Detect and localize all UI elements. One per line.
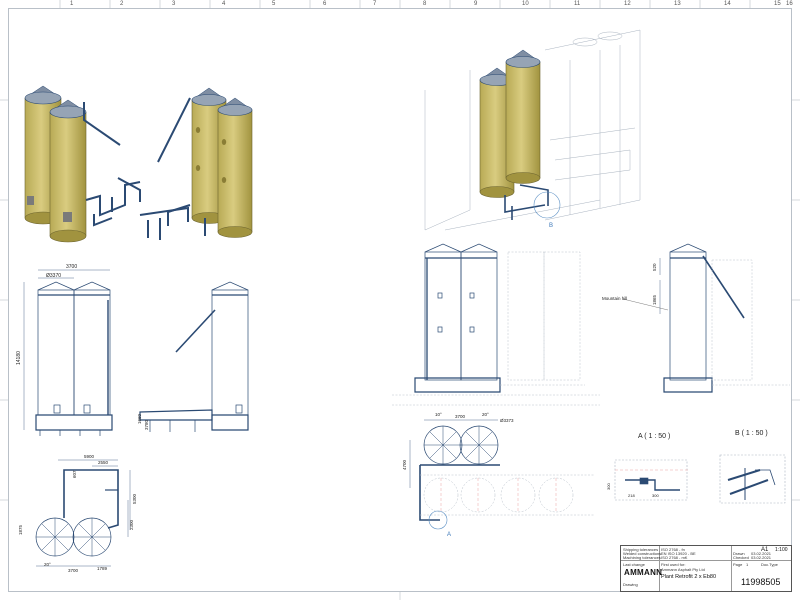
- tb-first-used: First used for:: [661, 562, 686, 567]
- tb-last-change: Last change: [623, 562, 645, 567]
- tb-row-welded: Welded constructions: [623, 551, 662, 556]
- tb-val-machining: ISO 2768 - mK: [661, 555, 688, 560]
- dim-plan-3700: 3700: [68, 568, 79, 573]
- dim-plan-3700-r: 3700: [455, 414, 466, 419]
- ruler-num-7: 7: [373, 1, 377, 7]
- ghost-side-elevation: [711, 259, 790, 386]
- plan-view: [35, 459, 131, 567]
- dim-plan-20deg-r: 20°: [482, 412, 489, 417]
- tb-scale: 1:100: [775, 547, 788, 553]
- tb-row-machining: Machining tolerances: [623, 555, 661, 560]
- dim-plan-5900: 5900: [84, 454, 95, 459]
- title-block-divider: [731, 546, 732, 591]
- detail-b-view: [719, 454, 786, 504]
- ruler-num-10: 10: [522, 1, 529, 7]
- dim-detail-a-1: 300: [606, 483, 611, 490]
- ruler-num-11: 11: [574, 1, 581, 7]
- dim-plan-1875: 1875: [18, 524, 23, 535]
- dim-plan-dia-r: Ø3373: [500, 418, 514, 423]
- title-block: Shipping tolerances Welded constructions…: [620, 545, 792, 592]
- piping-iso-right: [139, 97, 206, 240]
- tb-drawn: Drawn: [733, 551, 745, 556]
- dim-side-1660: 1660: [137, 413, 142, 424]
- ruler-num-15: 15: [774, 1, 781, 7]
- tb-doc-type: Doc.Type: [761, 562, 778, 567]
- sheet-frame: [8, 8, 792, 592]
- tb-row-shipping: Shipping tolerances: [623, 547, 659, 552]
- label-mountain-hill: Mountain hill: [602, 296, 627, 301]
- dim-front-dia: Ø3370: [46, 273, 61, 279]
- silo-iso-4: [217, 97, 253, 238]
- ruler-num-13: 13: [674, 1, 681, 7]
- dim-side-1865: 1865: [652, 294, 657, 305]
- dim-plan-20deg: 20°: [44, 562, 51, 567]
- ghost-plant-iso: [424, 29, 641, 231]
- dim-front-height: 14180: [16, 351, 22, 365]
- side-elevation-new: [659, 243, 745, 393]
- ruler-num-5: 5: [272, 1, 276, 7]
- detail-b-marker: B: [549, 223, 553, 229]
- tb-page-val: 1: [746, 562, 749, 567]
- tb-checked: Checked: [733, 555, 749, 560]
- dim-detail-a-3: 300: [652, 493, 659, 498]
- dim-plan-1789: 1789: [97, 566, 108, 571]
- ruler-num-12: 12: [624, 1, 631, 7]
- detail-a-marker: A: [447, 532, 451, 538]
- dim-plan-4700: 4700: [402, 459, 407, 470]
- piping-iso-left: [83, 102, 141, 227]
- detail-a-view: [614, 459, 690, 501]
- ruler-num-8: 8: [423, 1, 427, 7]
- title-block-left-col: [621, 546, 660, 591]
- ghost-front-elevation: [392, 251, 600, 406]
- ruler-num-6: 6: [323, 1, 327, 7]
- detail-a-label: A ( 1 : 50 ): [638, 433, 671, 440]
- dim-side-3780: 3780: [144, 419, 149, 430]
- plan-view-new: [409, 419, 500, 521]
- tb-val-welded: EN ISO 13920 - BE: [661, 551, 696, 556]
- tb-project: Plant Retrofit 2 x Eb80: [661, 574, 717, 580]
- tb-val-shipping: ISO 2768 - fn: [661, 547, 685, 552]
- ruler-num-3: 3: [172, 1, 176, 7]
- tb-date-2: 03.02.2021: [751, 555, 772, 560]
- detail-b-circle: [533, 191, 561, 219]
- ghost-plan-view: [420, 474, 595, 516]
- dim-plan-10deg: 10°: [435, 412, 442, 417]
- ruler-num-4: 4: [222, 1, 226, 7]
- iso-view-left: [24, 85, 253, 243]
- silo-iso-2: [49, 99, 87, 243]
- ruler-num-2: 2: [120, 1, 124, 7]
- tb-sheet-size: A1: [761, 547, 769, 553]
- ruler-num-1: 1: [70, 1, 74, 7]
- tb-date-1: 03.02.2021: [751, 551, 772, 556]
- dim-plan-2550: 2550: [98, 460, 109, 465]
- detail-b-label: B ( 1 : 50 ): [735, 430, 768, 437]
- silo-iso-6: [505, 49, 541, 184]
- side-elevation: [139, 281, 249, 432]
- ruler-num-9: 9: [474, 1, 478, 7]
- centerlines-plan: [440, 478, 557, 512]
- dim-side-520: 520: [652, 263, 657, 271]
- dim-plan-2300: 2300: [129, 519, 134, 530]
- dim-plan-607: 607: [72, 470, 77, 478]
- detail-a-circle: [428, 510, 448, 530]
- dim-detail-a-2: 218: [628, 493, 635, 498]
- front-elevation: [23, 269, 113, 436]
- front-elevation-new: [414, 243, 501, 393]
- dim-front-width: 3700: [66, 264, 77, 270]
- dim-plan-5300: 5300: [132, 493, 137, 504]
- tb-doc-number: 11998505: [741, 577, 781, 587]
- tb-page: Page: [733, 562, 743, 567]
- piping-iso-new: [504, 184, 549, 220]
- ruler-num-16: 16: [786, 1, 793, 7]
- tb-drawing: Drawing: [623, 582, 638, 587]
- ruler-num-14: 14: [724, 1, 731, 7]
- tb-company-full: Ammann Asphalt Pty Ltd: [661, 567, 705, 572]
- company-logo: AMMANN: [624, 568, 663, 577]
- title-block-top-row: [621, 546, 791, 561]
